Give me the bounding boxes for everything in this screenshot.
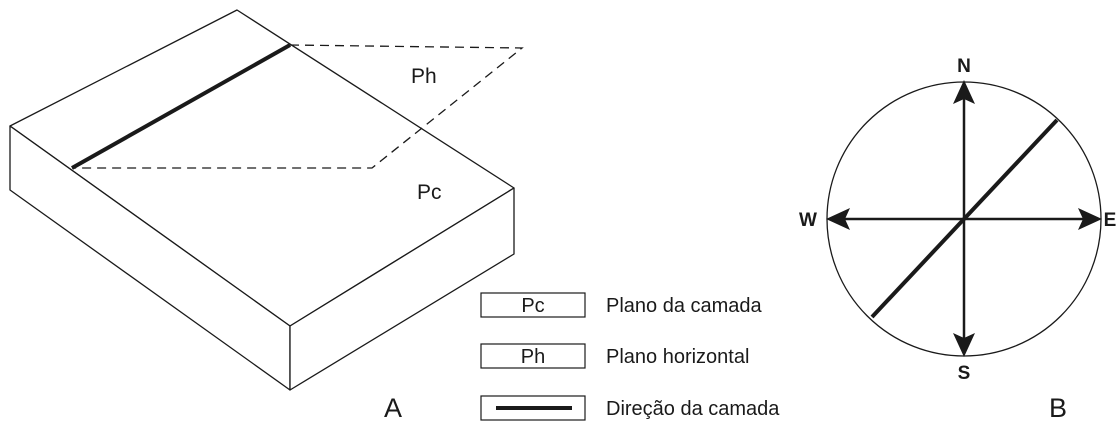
legend-label: Direção da camada [606,398,780,420]
west-arrowhead [826,208,850,230]
north-arrowhead [953,80,975,104]
horizontal-plane-outline [72,44,524,169]
panel-b-label: B [1049,393,1067,423]
east-label: E [1104,210,1117,231]
legend-item: Ph Plano horizontal [480,343,749,369]
block-diagram: Ph Pc A [9,9,524,423]
compass: N S W E B [799,56,1116,423]
legend-symbol-text: Ph [521,346,545,368]
bedding-plane-label: Pc [417,181,442,204]
east-arrowhead [1078,208,1102,230]
panel-a-label: A [384,393,402,423]
legend-label: Plano horizontal [606,346,749,368]
legend: Pc Plano da camada Ph Plano horizontal D… [480,292,780,421]
legend-symbol-box [480,343,586,369]
legend-symbol-box [480,292,586,318]
south-label: S [958,363,971,384]
horizontal-plane-label: Ph [411,65,437,88]
legend-symbol-text: Pc [521,295,544,317]
north-label: N [957,56,971,77]
legend-item: Direção da camada [480,395,780,421]
legend-label: Plano da camada [606,295,763,317]
block-right-face [289,187,515,391]
strike-direction-line [870,118,1059,319]
legend-item: Pc Plano da camada [480,292,763,318]
strike-line [71,43,291,170]
south-arrowhead [953,333,975,357]
west-label: W [799,210,817,231]
